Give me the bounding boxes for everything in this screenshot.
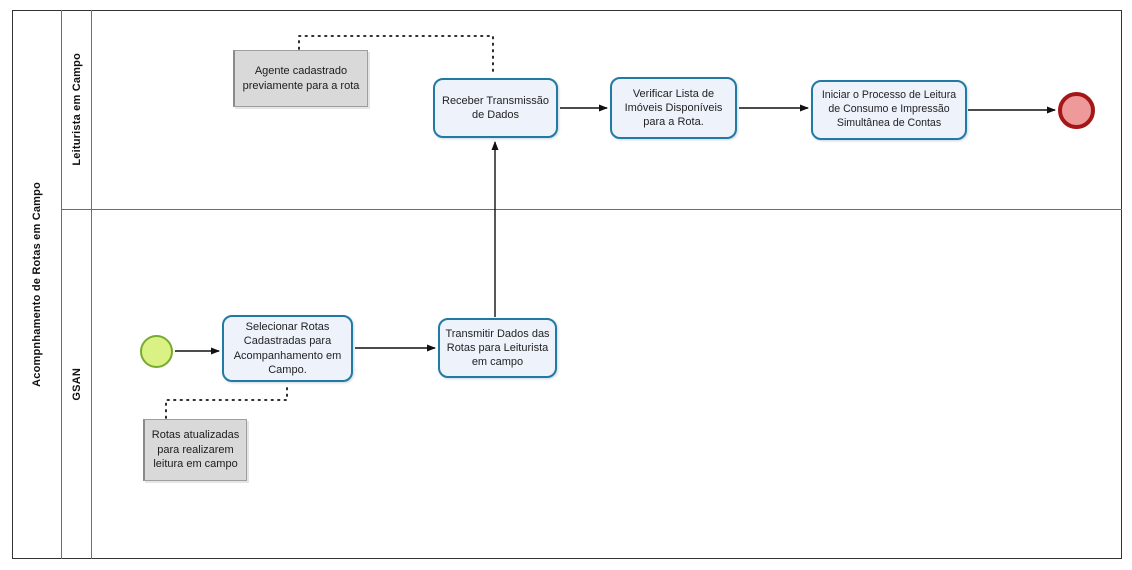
task-transmitir-dados: Transmitir Dados das Rotas para Leituris… xyxy=(438,318,557,378)
task-label: Selecionar Rotas Cadastradas para Acompa… xyxy=(233,320,342,376)
task-label: Transmitir Dados das Rotas para Leituris… xyxy=(445,327,550,369)
lane-divider xyxy=(62,209,1122,210)
lane-title-leiturista: Leiturista em Campo xyxy=(70,53,83,166)
lane-title-gsan: GSAN xyxy=(70,367,83,401)
start-event-icon xyxy=(140,335,173,368)
task-verificar-lista: Verificar Lista de Imóveis Disponíveis p… xyxy=(610,77,737,139)
task-label: Verificar Lista de Imóveis Disponíveis p… xyxy=(624,87,723,129)
task-selecionar-rotas: Selecionar Rotas Cadastradas para Acompa… xyxy=(222,315,353,382)
pool-header: Acompnhamento de Rotas em Campo xyxy=(12,10,62,559)
task-iniciar-processo: Iniciar o Processo de Leitura de Consumo… xyxy=(811,80,967,140)
task-label: Receber Transmissão de Dados xyxy=(442,94,549,121)
annotation-text: Agente cadastrado previamente para a rot… xyxy=(242,64,360,92)
task-receber-transmissao: Receber Transmissão de Dados xyxy=(433,78,558,138)
lane-header-leiturista: Leiturista em Campo xyxy=(62,10,92,209)
annotation-agente-cadastrado: Agente cadastrado previamente para a rot… xyxy=(233,50,368,107)
annotation-text: Rotas atualizadas para realizarem leitur… xyxy=(151,428,240,471)
lane-header-gsan: GSAN xyxy=(62,209,92,559)
pool-title: Acompnhamento de Rotas em Campo xyxy=(30,182,43,387)
pool-frame xyxy=(12,10,1122,559)
task-label: Iniciar o Processo de Leitura de Consumo… xyxy=(821,89,957,129)
annotation-rotas-atualizadas: Rotas atualizadas para realizarem leitur… xyxy=(143,419,247,481)
end-event-icon xyxy=(1058,92,1095,129)
